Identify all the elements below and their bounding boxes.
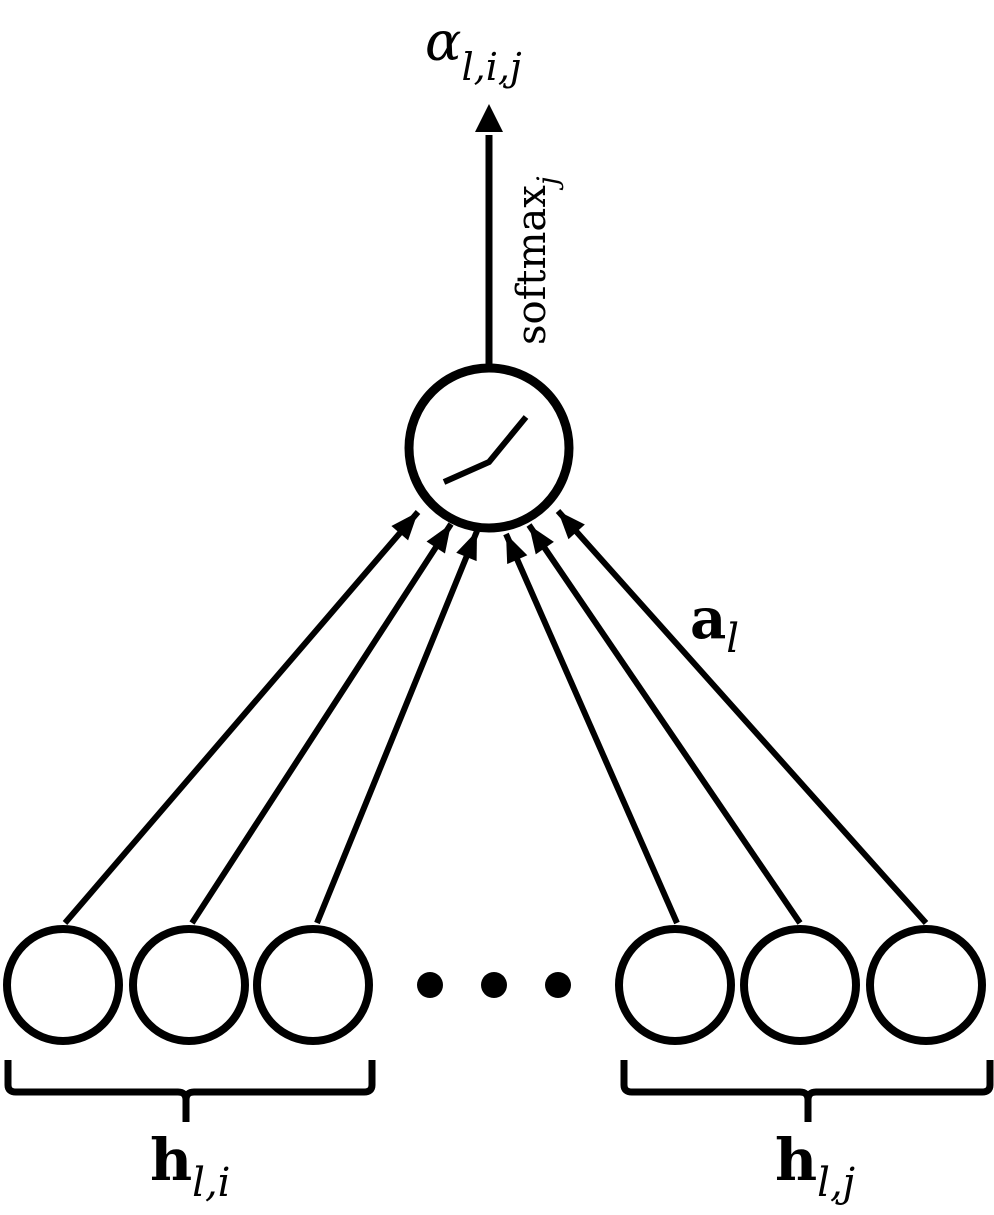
arrowhead-2	[426, 524, 451, 554]
input-neuron-6	[866, 925, 986, 1045]
ellipsis-dot-2	[481, 972, 507, 998]
relu-activation-icon	[442, 415, 529, 485]
input-neuron-4	[615, 925, 735, 1045]
connection-6	[555, 509, 929, 925]
input-neuron-3	[253, 925, 373, 1045]
input-arrowheads	[391, 511, 585, 565]
left-group-label-symbol: h	[150, 1126, 192, 1194]
ellipsis-dot-1	[417, 972, 443, 998]
ellipsis-dot-3	[545, 972, 571, 998]
output-label-subscript: l,i,j	[461, 45, 521, 89]
connection-1	[62, 510, 421, 925]
output-label: αl,i,j	[425, 10, 522, 89]
input-neuron-1	[3, 925, 123, 1045]
weight-label-symbol: a	[690, 586, 726, 652]
input-neurons	[3, 925, 986, 1045]
connection-4	[503, 532, 680, 925]
input-neuron-5	[740, 925, 860, 1045]
left-group-brace	[4, 1060, 376, 1122]
input-neuron-2	[129, 925, 249, 1045]
output-arrowhead	[475, 104, 503, 132]
output-label-symbol: α	[425, 10, 461, 73]
left-group-label-subscript: l,i	[192, 1160, 230, 1206]
arrowhead-1	[391, 512, 418, 541]
right-group-brace	[620, 1060, 994, 1122]
arrowhead-5	[529, 525, 554, 555]
arrowhead-3	[456, 531, 477, 562]
softmax-label-text: softmax	[509, 185, 555, 345]
softmax-label: softmaxj	[509, 176, 564, 345]
weight-label: al	[690, 586, 739, 662]
connection-5	[526, 523, 803, 925]
left-group-label: hl,i	[150, 1126, 230, 1206]
ellipsis-dots	[417, 972, 571, 998]
input-connections	[62, 509, 929, 925]
right-group-label-symbol: h	[775, 1126, 817, 1194]
connection-3	[314, 529, 480, 925]
right-group-label: hl,j	[775, 1126, 855, 1206]
connection-2	[189, 522, 454, 925]
arrowhead-6	[558, 511, 585, 540]
weight-label-subscript: l	[726, 616, 739, 662]
right-group-label-subscript: l,j	[817, 1160, 855, 1206]
arrowhead-4	[506, 534, 528, 565]
output-neuron	[404, 363, 574, 533]
